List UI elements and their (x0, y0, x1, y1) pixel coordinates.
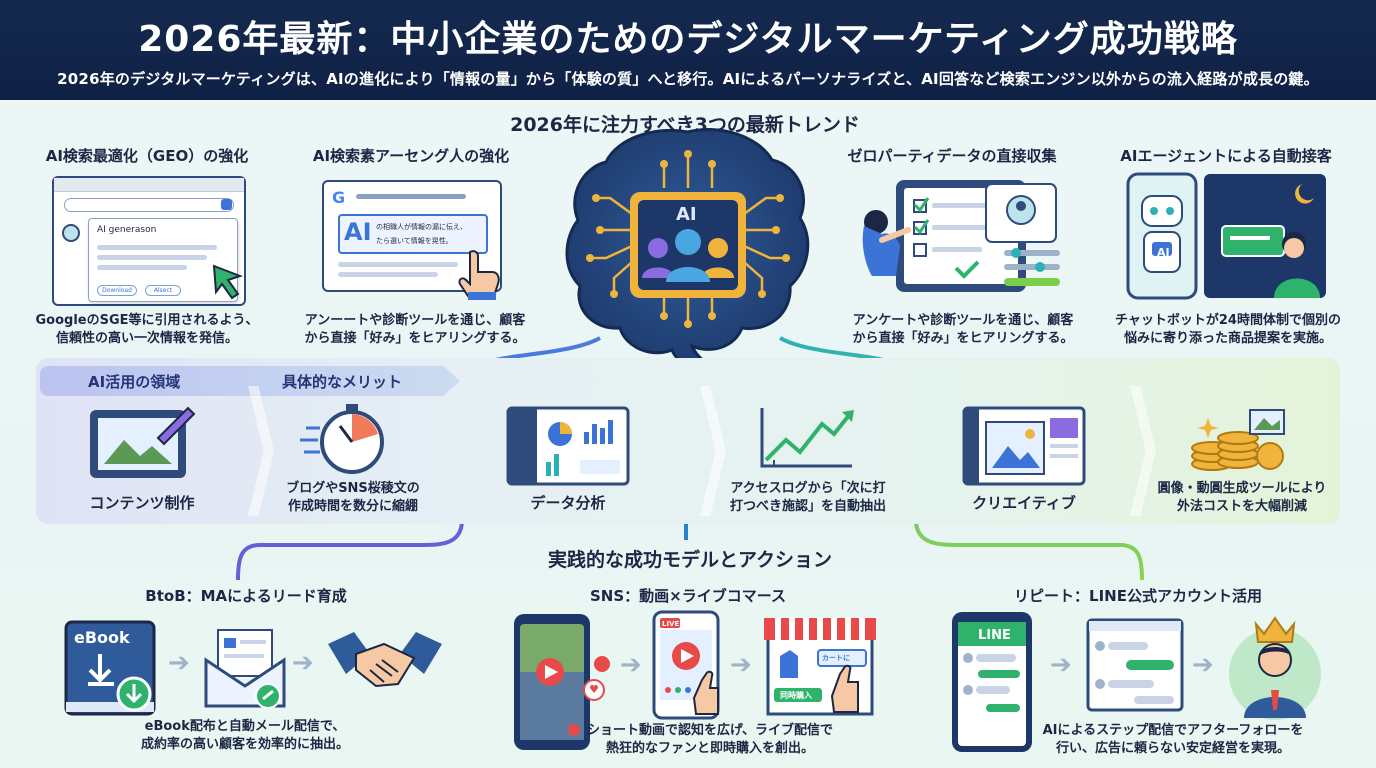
page-title: 2026年最新：中小企業のためのデジタルマーケティング成功戦略 (138, 19, 1238, 60)
models-title: 実践的な成功モデルとアクション (547, 549, 833, 571)
arrow-right-icon: ➔ (620, 650, 642, 680)
chatbot-ai-label: AI (1157, 246, 1170, 259)
trend-2-label: AI検索素アーセング人の強化 (312, 147, 510, 165)
cart-button[interactable]: カートに (822, 654, 850, 662)
model-3-label: リピート：LINE公式アカウント活用 (1014, 587, 1262, 605)
arrow-right-icon: ➔ (292, 648, 314, 678)
live-badge: LIVE (662, 620, 680, 628)
email-icon (204, 629, 286, 709)
trend-2-document-illustration: G AI の相職人が情報の漏に伝え、 たら選いて情報を晃性。 (322, 180, 502, 300)
buy-now-button[interactable]: 同時購入 (780, 691, 812, 700)
trend-3-tablet-illustration (862, 180, 1060, 292)
data-analysis-label: データ分析 (530, 494, 606, 512)
model-3-desc: AIによるステップ配信でアフターフォローを行い、広告に頼らない安定経営を実現。 (1042, 723, 1304, 756)
benefit-heading: 具体的なメリット (282, 373, 403, 391)
trend-4-label: AIエージェントによる自動接客 (1120, 147, 1332, 165)
dashboard-icon (506, 406, 630, 486)
google-g-icon: G (332, 188, 346, 207)
cursor-icon (212, 264, 243, 300)
line-phone-icon (952, 612, 1032, 752)
stopwatch-icon (300, 404, 384, 474)
brain-ai-label: AI (676, 204, 697, 225)
download-button[interactable]: Download (97, 285, 137, 296)
shop-icon (764, 618, 876, 716)
header-banner: 2026年最新：中小企業のためのデジタルマーケティング成功戦略 2026年のデジ… (0, 0, 1376, 100)
trend-1-desc: GoogleのSGE等に引用されるよう、信頼性の高い一次情報を発信。 (35, 313, 259, 346)
model-2-desc: ショート動画で認知を広げ、ライブ配信で熱狂的なファンと即時購入を創出。 (586, 723, 834, 756)
content-production-label: コンテンツ制作 (89, 494, 195, 512)
ai-label: AI (344, 218, 372, 246)
pointing-hand-icon (458, 250, 500, 300)
model-2-label: SNS：動画×ライブコマース (590, 587, 786, 605)
benefit-1-desc: ブログやSNS桜稜文の作成時間を数分に縮綳 (286, 481, 420, 514)
live-stream-icon (652, 610, 720, 720)
trend-1-browser-illustration: AI generason Download Alsect (52, 176, 246, 306)
video-phone-icon (514, 614, 610, 750)
trend-3-desc: アンケートや診断ツールを通じ、顧客から直接「好み」をヒアリングする。 (852, 313, 1074, 346)
search-icon (221, 199, 232, 210)
image-editor-icon (962, 406, 1086, 486)
benefit-3-desc: 圓像・動圓生成ツールにより外法コストを大幅削減 (1157, 481, 1327, 514)
crowned-customer-icon (1229, 616, 1321, 720)
trend-1-label: AI検索最適化（GEO）の強化 (45, 147, 249, 165)
trend-3-label: ゼロパーティデータの直接収集 (847, 147, 1057, 165)
handshake-icon (328, 632, 442, 688)
trend-2-desc: アンーートや診断ツールを通じ、顧客から直接「好み」をヒアリングする。 (304, 313, 526, 346)
arrow-right-icon: ➔ (730, 650, 752, 680)
chat-window-icon (1086, 618, 1184, 712)
arrow-right-icon: ➔ (168, 648, 190, 678)
avatar-icon (62, 224, 80, 242)
trend-4-chatbot-illustration (1126, 172, 1326, 300)
page-subtitle: 2026年のデジタルマーケティングは、AIの進化により「情報の量」から「体験の質… (57, 70, 1319, 88)
ai-generation-text: AI generason (97, 225, 157, 235)
ai-brain-illustration (565, 128, 810, 376)
creative-label: クリエイティブ (972, 494, 1076, 512)
model-1-desc: eBook配布と自動メール配信で、成約率の高い顧客を効率的に抽出。 (140, 719, 349, 752)
ai-area-heading: AI活用の領域 (88, 373, 181, 391)
growth-chart-icon (760, 408, 854, 468)
content-tablet-icon (90, 406, 196, 478)
ebook-icon (64, 620, 156, 716)
ebook-title: eBook (74, 628, 130, 647)
alsect-button[interactable]: Alsect (145, 285, 181, 296)
line-badge: LINE (978, 628, 1011, 643)
model-1-label: BtoB：MAによるリード育成 (145, 587, 347, 605)
benefit-2-desc: アクセスログから「次に打打つべき施認」を自動抽出 (729, 481, 886, 514)
arrow-right-icon: ➔ (1192, 650, 1214, 680)
trend-4-desc: チャットボットが24時間体制で個別の悩みに寄り添った商品提案を実施。 (1115, 313, 1341, 346)
trends-title: 2026年に注力すべき3つの最新トレンド (510, 114, 860, 136)
coins-icon (1191, 409, 1285, 471)
arrow-right-icon: ➔ (1050, 650, 1072, 680)
